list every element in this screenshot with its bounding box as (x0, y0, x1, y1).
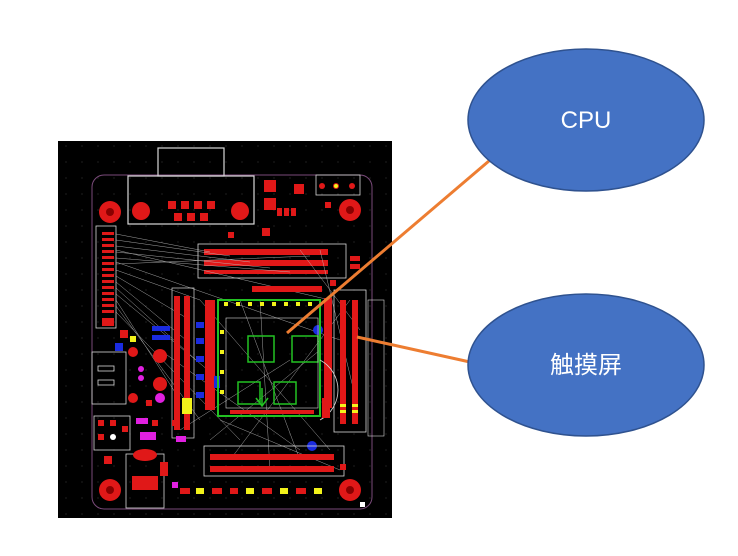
touch-connector (324, 280, 385, 437)
db9-pins (132, 201, 249, 221)
bottom-connector (203, 445, 345, 477)
db9-connector (127, 147, 255, 225)
arrow-to-touchscreen (356, 335, 491, 370)
left-smd-rows (174, 296, 215, 430)
callout-bubble-cpu (467, 48, 705, 192)
bottom-smd-row (172, 464, 365, 507)
top-right-parts (264, 180, 355, 216)
callout-touchscreen: 触摸屏 (467, 293, 705, 437)
cpu-core-board (217, 286, 322, 417)
power-jack (125, 449, 168, 509)
left-io-parts (91, 330, 167, 406)
callout-cpu: CPU (467, 48, 705, 192)
lower-left-block (93, 398, 192, 464)
board-outline (91, 174, 373, 510)
callout-bubble-touchscreen (467, 293, 705, 437)
callout-label-touchscreen: 触摸屏 (550, 351, 622, 379)
upper-connector (197, 243, 347, 279)
mounting-holes (99, 199, 361, 501)
left-header (95, 225, 117, 329)
pcb-layout-image (58, 141, 392, 518)
arrow-to-cpu (286, 147, 506, 335)
callout-label-cpu: CPU (561, 107, 612, 134)
